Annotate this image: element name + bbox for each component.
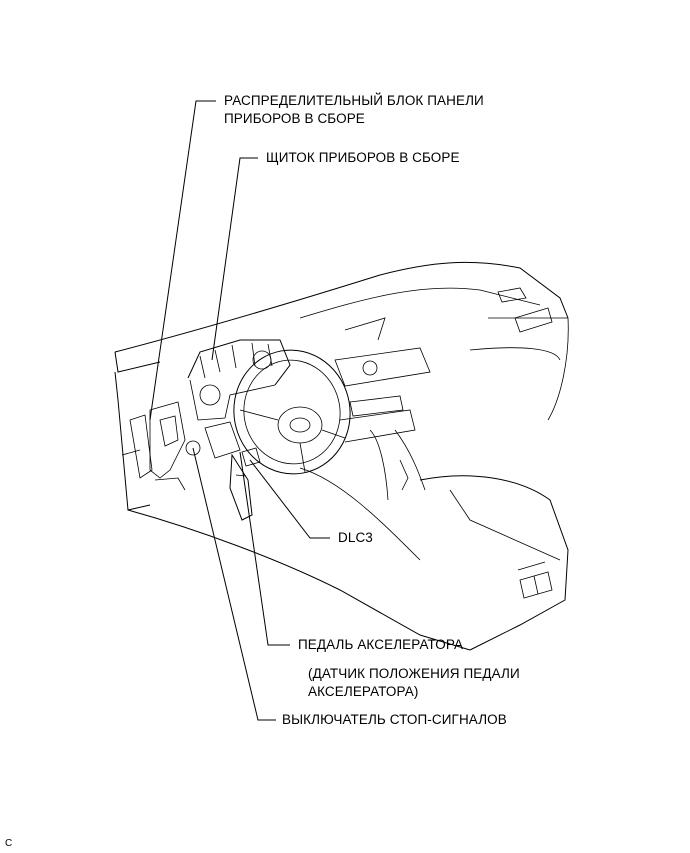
accel-pedal-label: ПЕДАЛЬ АКСЕЛЕРАТОРА [298,637,464,652]
pedal-sensor-label: (ДАТЧИК ПОЛОЖЕНИЯ ПЕДАЛИ АКСЕЛЕРАТОРА) [308,665,520,701]
junction-block-label-line-1: РАСПРЕДЕЛИТЕЛЬНЫЙ БЛОК ПАНЕЛИ [224,93,484,108]
stop-switch-label: ВЫКЛЮЧАТЕЛЬ СТОП-СИГНАЛОВ [282,712,507,727]
junction-block-label: РАСПРЕДЕЛИТЕЛЬНЫЙ БЛОК ПАНЕЛИ ПРИБОРОВ В… [224,92,484,128]
junction-block-label-line-2: ПРИБОРОВ В СБОРЕ [224,111,365,126]
pedal-sensor-label-line-2: АКСЕЛЕРАТОРА) [308,684,419,699]
dlc3-label: DLC3 [338,530,373,545]
corner-code: C [5,838,13,849]
pedal-sensor-label-line-1: (ДАТЧИК ПОЛОЖЕНИЯ ПЕДАЛИ [308,666,520,681]
meter-label: ЩИТОК ПРИБОРОВ В СБОРЕ [266,150,460,165]
